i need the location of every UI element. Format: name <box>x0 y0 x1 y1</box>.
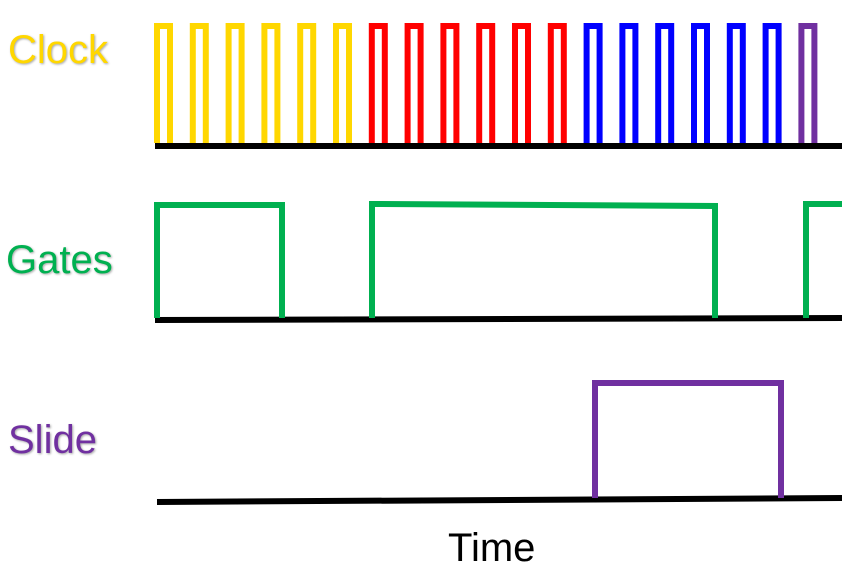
time-axis-label: Time <box>448 526 536 570</box>
clock-pulse <box>261 23 281 143</box>
gates-baseline <box>154 315 843 323</box>
clock-pulse <box>762 23 782 143</box>
clock-pulse <box>798 23 818 143</box>
gate-pulse-3 <box>803 201 842 318</box>
gate-pulse-2 <box>369 200 718 318</box>
clock-waveform <box>154 23 818 143</box>
clock-pulse <box>333 23 352 143</box>
clock-pulse <box>655 23 675 143</box>
clock-pulse <box>440 23 460 143</box>
gates-label: Gates <box>6 238 113 282</box>
clock-pulse <box>189 23 209 143</box>
clock-pulse <box>368 23 388 143</box>
clock-pulse <box>154 23 173 143</box>
clock-pulse <box>297 23 317 143</box>
clock-pulse <box>726 23 746 143</box>
clock-pulse <box>619 23 639 143</box>
clock-pulse <box>691 23 710 143</box>
clock-pulse <box>583 23 603 143</box>
clock-pulse <box>547 23 567 143</box>
clock-label: Clock <box>8 28 109 72</box>
clock-pulse <box>476 23 496 143</box>
slide-pulse <box>592 380 784 498</box>
slide-label: Slide <box>8 418 97 462</box>
clock-pulse <box>404 23 424 143</box>
slide-baseline <box>156 495 843 505</box>
gate-pulse-1 <box>154 202 285 318</box>
clock-pulse <box>512 23 531 143</box>
clock-pulse <box>225 23 245 143</box>
